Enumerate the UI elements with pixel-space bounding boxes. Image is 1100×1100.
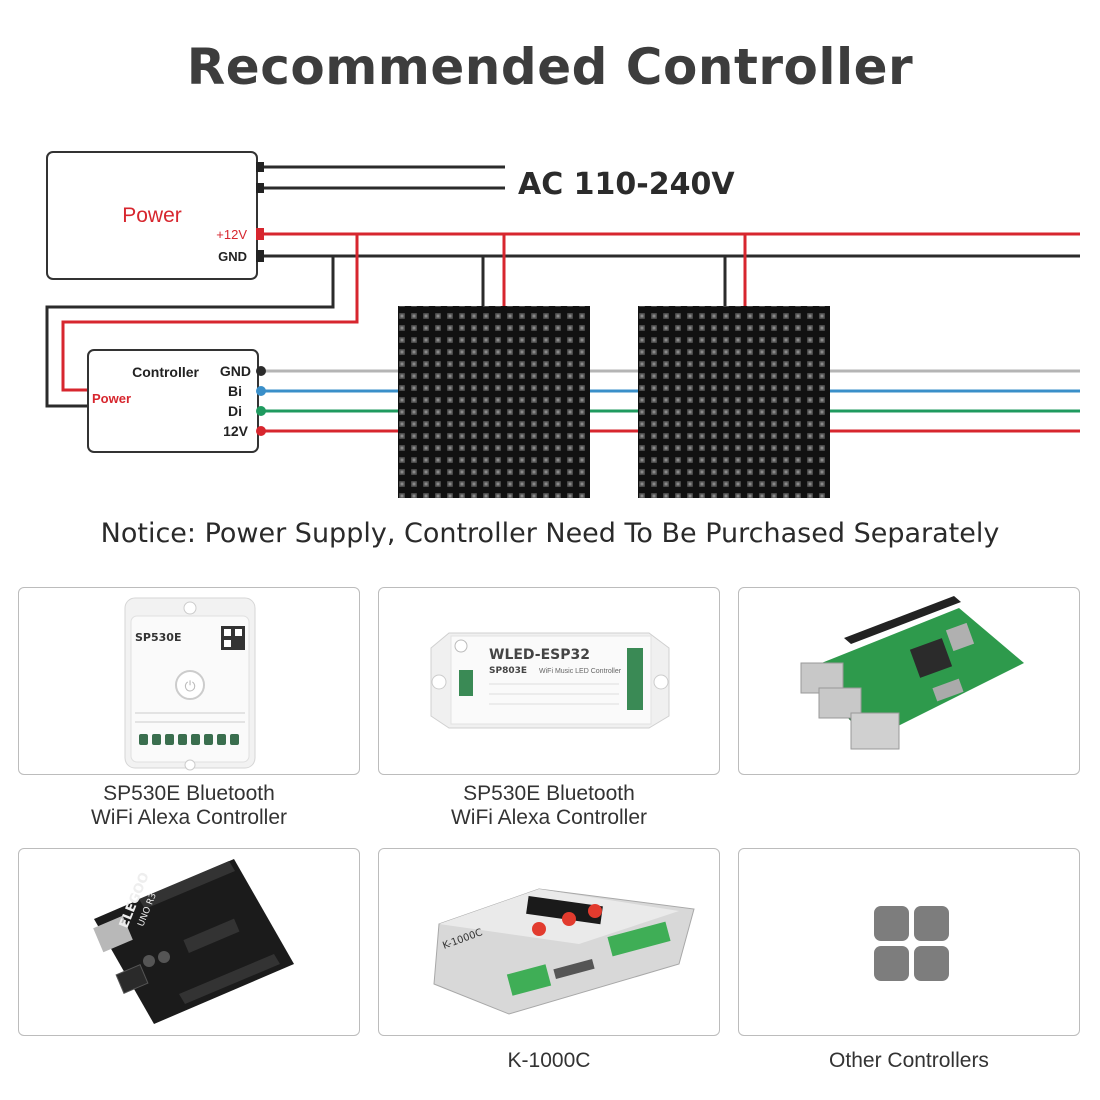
product-card-raspberry-pi[interactable] xyxy=(738,587,1080,775)
pin-di-label: Di xyxy=(228,403,242,419)
gnd-terminal-label: GND xyxy=(218,249,247,264)
caption-line-1: Other Controllers xyxy=(829,1049,989,1072)
led-matrix-panel-1 xyxy=(398,306,590,498)
product-card-wled-esp32[interactable]: WLED-ESP32 SP803E WiFi Music LED Control… xyxy=(378,587,720,775)
pin-12v-label: 12V xyxy=(223,423,249,439)
caption-line-2: WiFi Alexa Controller xyxy=(450,806,648,829)
pin-bi-label: Bi xyxy=(228,383,242,399)
page-title: Recommended Controller xyxy=(186,38,914,96)
sp530e-device-name: SP530E xyxy=(135,631,181,644)
caption-k1000c: K-1000C xyxy=(368,1049,730,1073)
notice-text: Notice: Power Supply, Controller Need To… xyxy=(100,518,1000,549)
controller-box xyxy=(87,349,259,453)
pin-gnd-label: GND xyxy=(220,363,251,379)
plus-12v-terminal-label: +12V xyxy=(216,227,247,242)
caption-line-1: K-1000C xyxy=(507,1049,591,1072)
caption-other-controllers: Other Controllers xyxy=(728,1049,1090,1073)
wled-device-desc: WiFi Music LED Controller xyxy=(539,668,622,675)
controller-power-label: Power xyxy=(92,391,131,406)
product-card-k1000c[interactable]: K-1000C xyxy=(378,848,720,1036)
wled-device-name: WLED-ESP32 xyxy=(489,647,590,663)
k1000c-device-image: K-1000C xyxy=(433,888,695,1015)
controller-12v-feed xyxy=(61,234,359,392)
power-supply-label: Power xyxy=(122,204,182,227)
raspberry-pi-board-image xyxy=(800,596,1024,750)
arduino-board-image: ELEGOO UNO R3 xyxy=(93,859,294,1024)
wiring-diagram: AC 110-240V Power +12V GND Controller Po… xyxy=(45,151,1080,498)
svg-text:⏻: ⏻ xyxy=(184,679,195,695)
product-card-sp530e[interactable]: SP530E ⏻ xyxy=(18,587,360,775)
power-supply-box xyxy=(46,151,258,280)
ac-label: AC 110-240V xyxy=(518,167,735,202)
caption-line-1: SP530E Bluetooth xyxy=(463,782,635,805)
led-matrix-panel-2 xyxy=(638,306,830,498)
caption-line-1: SP530E Bluetooth xyxy=(103,782,275,805)
caption-line-2: WiFi Alexa Controller xyxy=(90,806,288,829)
product-card-other-controllers[interactable] xyxy=(738,848,1080,1036)
controller-gnd-feed xyxy=(45,256,335,408)
caption-sp530e: SP530E Bluetooth WiFi Alexa Controller xyxy=(8,782,370,830)
controller-label: Controller xyxy=(132,364,199,380)
wled-device-model: SP803E xyxy=(489,666,527,676)
caption-wled-esp32: SP530E Bluetooth WiFi Alexa Controller xyxy=(368,782,730,830)
sp530e-device-image: SP530E ⏻ xyxy=(124,597,256,771)
grid-icon xyxy=(874,906,949,981)
wled-esp32-device-image: WLED-ESP32 SP803E WiFi Music LED Control… xyxy=(430,632,670,729)
product-card-arduino-uno[interactable]: ELEGOO UNO R3 xyxy=(18,848,360,1036)
